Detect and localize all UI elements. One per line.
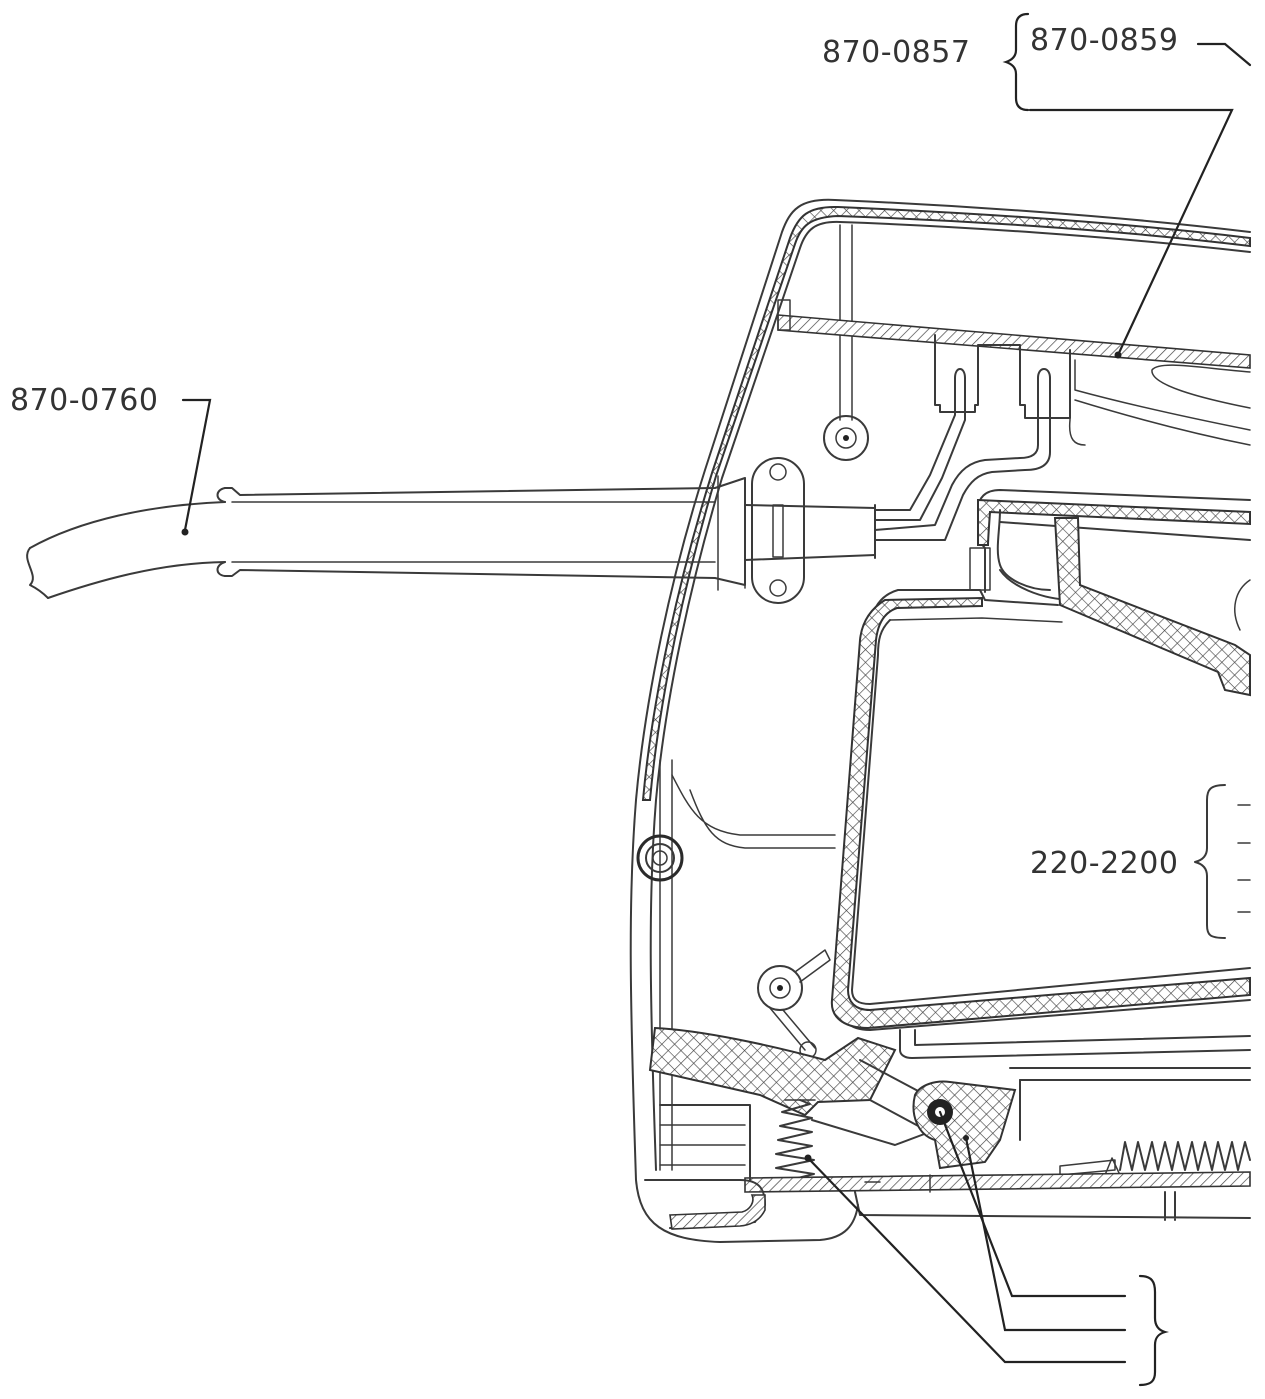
side-grommet: [636, 834, 684, 882]
label-side-group: 220-2200: [1030, 846, 1178, 881]
side-bracket-brace: [1194, 784, 1251, 939]
lower-mount-boss: [757, 949, 831, 1059]
inner-motor-housing: [830, 489, 1251, 1031]
power-cord: [26, 457, 876, 604]
label-top-part: 870-0859: [1030, 23, 1178, 58]
label-group-bracket: 870-0857: [822, 35, 970, 70]
upper-mount-boss: [823, 415, 869, 461]
slide-spring: [1059, 1141, 1251, 1176]
lower-frame: [899, 1029, 1251, 1141]
trigger-lever: [648, 1026, 1017, 1170]
base-plate: [644, 1104, 1251, 1230]
top-sheet-part: [777, 299, 1251, 446]
terminal-block: [874, 334, 1086, 541]
label-cord: 870-0760: [10, 383, 158, 418]
leader-lines: [181, 12, 1252, 1387]
outer-housing-shell: [629, 198, 1251, 1243]
